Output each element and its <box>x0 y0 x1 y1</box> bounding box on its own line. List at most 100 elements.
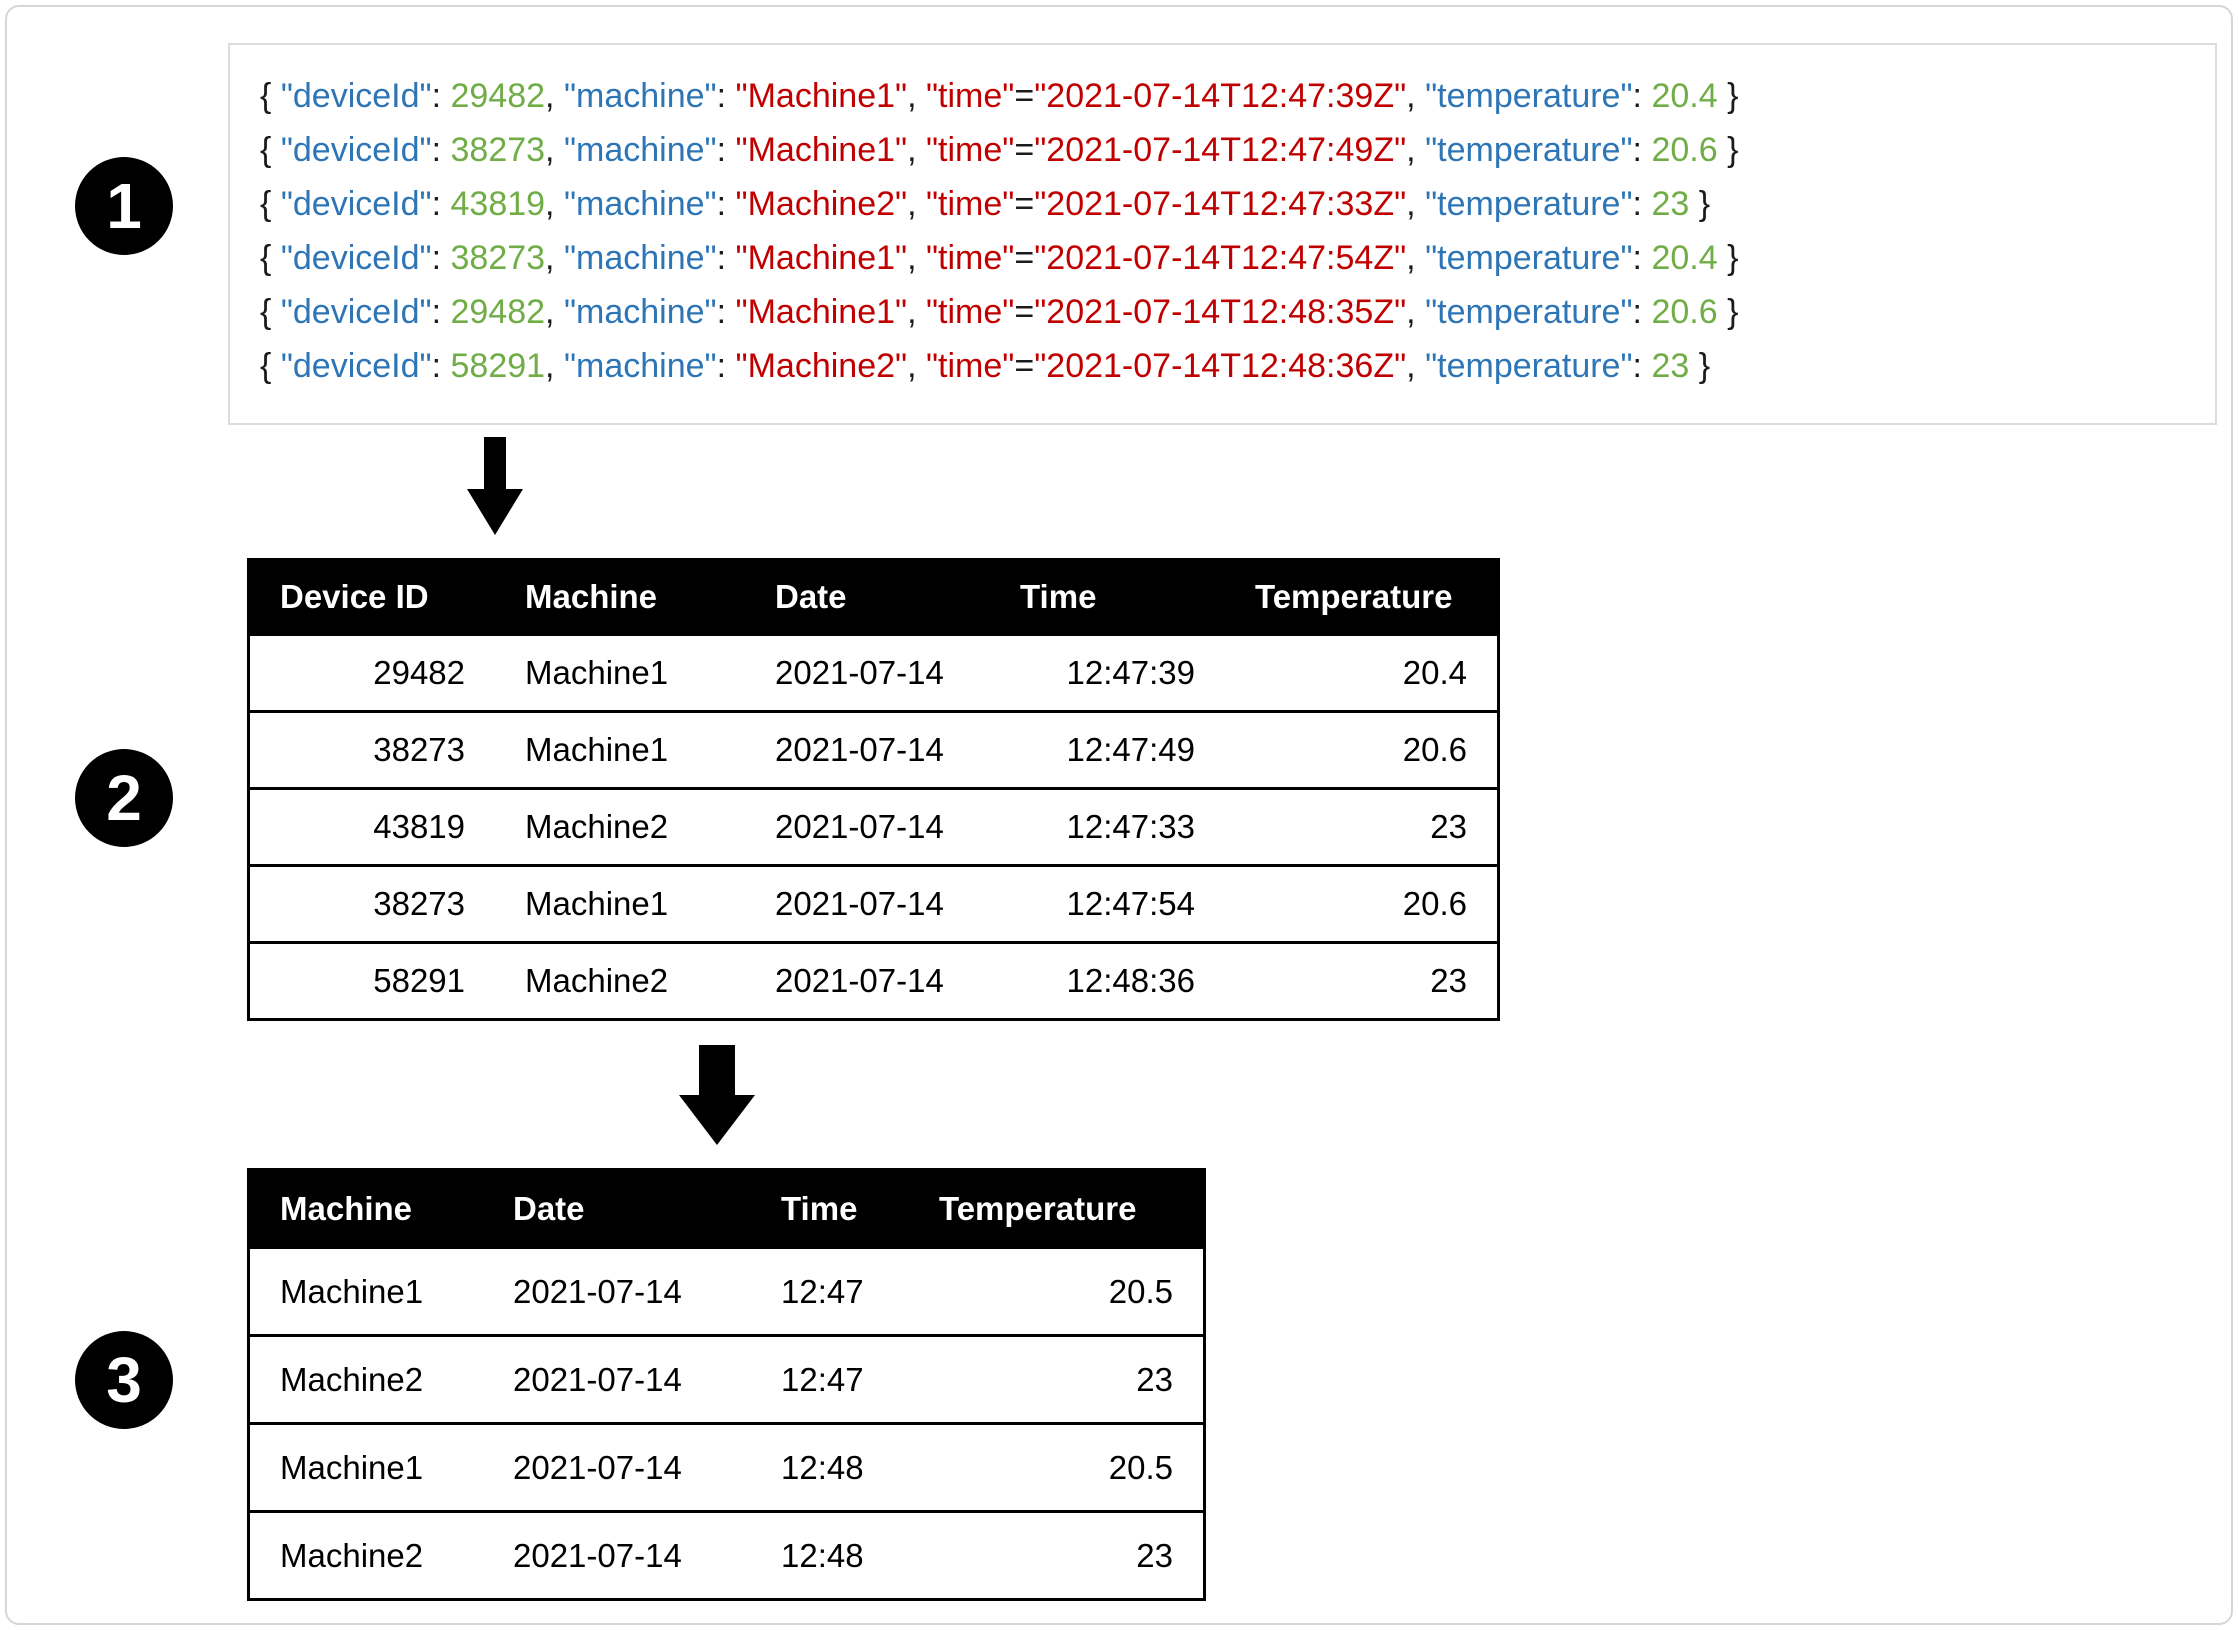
json-token-p: , <box>907 293 926 331</box>
json-token-p: = <box>1014 239 1035 277</box>
json-token-str: "time" <box>925 347 1015 385</box>
json-token-p: { <box>260 185 281 223</box>
column-header: Date <box>483 1171 751 1246</box>
column-header: Date <box>745 561 990 633</box>
json-token-str: "Machine2" <box>735 185 908 223</box>
table-cell: 2021-07-14 <box>483 1246 751 1334</box>
table-cell: 29482 <box>250 633 495 710</box>
json-record-line: { "deviceId": 38273, "machine": "Machine… <box>260 123 2215 177</box>
json-record-line: { "deviceId": 29482, "machine": "Machine… <box>260 69 2215 123</box>
json-token-p: : <box>716 131 736 169</box>
json-token-p: } <box>1717 131 1739 169</box>
json-token-key: "deviceId" <box>280 185 432 223</box>
json-token-num: 29482 <box>450 77 546 115</box>
table-cell: Machine1 <box>250 1422 483 1510</box>
json-token-p: , <box>907 185 926 223</box>
table-cell: 23 <box>909 1510 1203 1598</box>
json-token-p: = <box>1014 347 1035 385</box>
json-code-block: { "deviceId": 29482, "machine": "Machine… <box>228 43 2217 425</box>
table-cell: 2021-07-14 <box>745 633 990 710</box>
table-cell: 20.4 <box>1225 633 1497 710</box>
table-cell: Machine2 <box>250 1334 483 1422</box>
json-token-str: "Machine1" <box>735 131 908 169</box>
json-token-p: , <box>1406 239 1426 277</box>
json-token-p: : <box>716 347 736 385</box>
json-token-str: "2021-07-14T12:48:35Z" <box>1034 293 1407 331</box>
table-cell: 12:47 <box>751 1246 909 1334</box>
json-token-p: , <box>545 77 564 115</box>
json-token-p: : <box>431 347 451 385</box>
json-token-p: , <box>1406 77 1426 115</box>
json-token-str: "time" <box>925 131 1015 169</box>
json-token-p: , <box>907 239 926 277</box>
json-token-p: = <box>1014 185 1035 223</box>
table-cell: 20.5 <box>909 1246 1203 1334</box>
json-token-p: : <box>1632 293 1652 331</box>
json-token-p: : <box>716 239 736 277</box>
table-cell: Machine2 <box>495 941 745 1018</box>
table-cell: 38273 <box>250 710 495 787</box>
json-token-str: "time" <box>925 77 1015 115</box>
table-cell: 12:47:54 <box>990 864 1225 941</box>
json-token-p: , <box>545 347 564 385</box>
table-cell: 23 <box>1225 787 1497 864</box>
json-token-p: , <box>545 131 564 169</box>
column-header: Machine <box>250 1171 483 1246</box>
json-token-key: "deviceId" <box>280 347 432 385</box>
json-token-p: , <box>545 293 564 331</box>
json-token-p: : <box>1632 239 1652 277</box>
json-token-p: , <box>907 347 926 385</box>
json-record-line: { "deviceId": 38273, "machine": "Machine… <box>260 231 2215 285</box>
table-cell: Machine1 <box>250 1246 483 1334</box>
step-1-number: 1 <box>106 170 142 242</box>
json-token-num: 58291 <box>450 347 546 385</box>
table-cell: 12:48 <box>751 1422 909 1510</box>
table-cell: 12:47:49 <box>990 710 1225 787</box>
json-record-line: { "deviceId": 43819, "machine": "Machine… <box>260 177 2215 231</box>
table-cell: 23 <box>1225 941 1497 1018</box>
json-token-str: "Machine1" <box>735 77 908 115</box>
json-token-p: , <box>1406 185 1426 223</box>
json-token-str: "2021-07-14T12:47:39Z" <box>1034 77 1407 115</box>
json-token-num: 20.4 <box>1651 77 1718 115</box>
table-cell: 2021-07-14 <box>483 1422 751 1510</box>
json-token-str: "time" <box>925 239 1015 277</box>
column-header: Temperature <box>1225 561 1497 633</box>
down-arrow-icon <box>679 1045 755 1145</box>
table-cell: Machine1 <box>495 710 745 787</box>
json-token-p: = <box>1014 77 1035 115</box>
json-token-str: "Machine1" <box>735 293 908 331</box>
json-token-str: "2021-07-14T12:47:49Z" <box>1034 131 1407 169</box>
table-cell: 12:47:39 <box>990 633 1225 710</box>
json-token-key: "machine" <box>563 185 717 223</box>
json-token-p: } <box>1717 239 1739 277</box>
json-token-key: "temperature" <box>1425 347 1633 385</box>
down-arrow-icon <box>467 437 523 535</box>
table-cell: 20.6 <box>1225 864 1497 941</box>
table-cell: 20.6 <box>1225 710 1497 787</box>
json-token-p: : <box>431 293 451 331</box>
json-token-p: : <box>431 185 451 223</box>
table-cell: 12:47:33 <box>990 787 1225 864</box>
json-token-str: "Machine2" <box>735 347 908 385</box>
json-token-num: 29482 <box>450 293 546 331</box>
table-cell: Machine1 <box>495 633 745 710</box>
json-token-p: } <box>1689 347 1711 385</box>
json-token-p: = <box>1014 293 1035 331</box>
json-token-num: 43819 <box>450 185 546 223</box>
column-header: Time <box>751 1171 909 1246</box>
json-token-key: "machine" <box>563 347 717 385</box>
json-token-key: "temperature" <box>1425 185 1633 223</box>
table-cell: 2021-07-14 <box>745 710 990 787</box>
json-token-key: "machine" <box>563 239 717 277</box>
table-cell: Machine2 <box>495 787 745 864</box>
json-token-p: : <box>1632 77 1652 115</box>
step-2-number: 2 <box>106 762 142 834</box>
table-cell: Machine2 <box>250 1510 483 1598</box>
table-cell: 2021-07-14 <box>483 1334 751 1422</box>
json-token-key: "deviceId" <box>280 239 432 277</box>
json-token-num: 38273 <box>450 239 546 277</box>
step-2-badge: 2 <box>75 749 173 847</box>
